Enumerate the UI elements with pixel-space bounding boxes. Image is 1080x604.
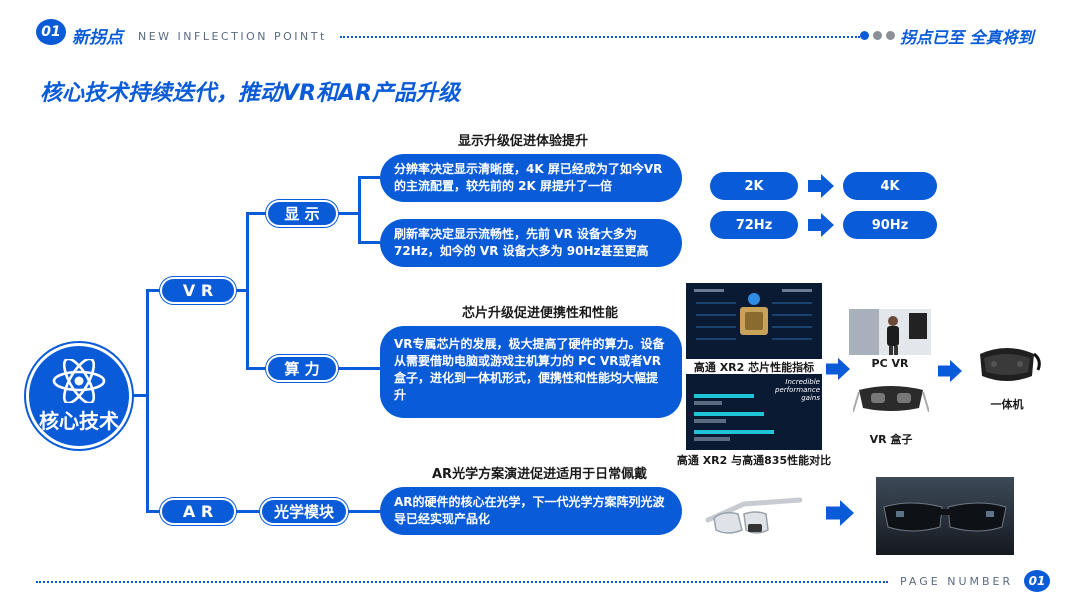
ar-node: A R [160,498,236,525]
core-label: 核心技术 [39,408,119,433]
arrow-right-icon [938,359,962,383]
xr2-vs-835-image: Incredible performance gains [686,374,822,450]
display-section-title: 显示升级促进体验提升 [458,134,589,149]
header-dot-2 [873,31,882,40]
connector [338,212,360,215]
header-divider [340,36,860,38]
gains-text: Incredible performance gains [775,378,820,402]
connector [236,510,260,513]
ar-glasses-image [704,490,804,542]
footer-badge: 01 [1024,570,1050,592]
connector [358,241,380,244]
display-node: 显 示 [266,200,338,227]
atom-icon [52,358,106,403]
connector [246,212,249,370]
header-dot-3 [886,31,895,40]
compute-node: 算 力 [266,355,338,382]
connector [358,176,361,244]
xr2-spec-caption: 高通 XR2 芯片性能指标 [693,361,815,374]
connector [246,212,266,215]
vr-box-image [853,378,929,424]
connector [348,510,380,513]
connector [338,367,380,370]
vr-box-caption: VR 盒子 [869,433,913,446]
ar-section-title: AR光学方案演进促进适用于日常佩戴 [432,467,648,482]
hz-90-pill: 90Hz [843,211,937,239]
ar-optics-bubble: AR的硬件的核心在光学，下一代光学方案阵列光波导已经实现产品化 [380,487,682,535]
connector [146,290,149,512]
ar-waveguide-glasses-image [876,477,1014,555]
xr2-vs-835-caption: 高通 XR2 与高通835性能对比 [676,454,832,467]
arrow-right-icon [808,213,834,237]
connector [132,394,148,397]
res-2k-pill: 2K [710,172,798,200]
header-dot-1 [860,31,869,40]
resolution-bubble: 分辨率决定显示清晰度，4K 屏已经成为了如今VR的主流配置，较先前的 2K 屏提… [380,154,682,202]
footer-divider [36,581,888,583]
connector [358,176,380,179]
compute-section-title: 芯片升级促进便携性和性能 [462,306,619,321]
hz-72-pill: 72Hz [710,211,798,239]
pc-vr-caption: PC VR [871,357,909,370]
xr2-spec-image [686,283,822,359]
header-title: 新拐点 [72,28,123,48]
arrow-right-icon [826,500,854,526]
all-in-one-caption: 一体机 [990,398,1024,411]
footer-page-label: PAGE NUMBER [900,575,1014,588]
refresh-rate-bubble: 刷新率决定显示流畅性，先前 VR 设备大多为 72Hz，如今的 VR 设备大多为… [380,219,682,267]
res-4k-pill: 4K [843,172,937,200]
chip-bubble: VR专属芯片的发展，极大提高了硬件的算力。设备从需要借助电脑或游戏主机算力的 P… [380,326,682,418]
arrow-right-icon [826,357,850,381]
header-badge: 01 [36,19,66,45]
connector [236,289,248,292]
all-in-one-headset-image [972,340,1042,388]
header-right-text: 拐点已至 全真将到 [900,28,1034,47]
connector [146,289,160,292]
connector [146,510,160,513]
core-tech-node: 核心技术 [26,343,132,449]
vr-node: V R [160,277,236,304]
optics-node: 光学模块 [260,498,348,525]
header-subtitle: NEW INFLECTION POINTt [138,30,327,43]
arrow-right-icon [808,174,834,198]
pc-vr-image [849,309,931,355]
page-title: 核心技术持续迭代，推动VR和AR产品升级 [40,81,460,106]
connector [246,367,266,370]
